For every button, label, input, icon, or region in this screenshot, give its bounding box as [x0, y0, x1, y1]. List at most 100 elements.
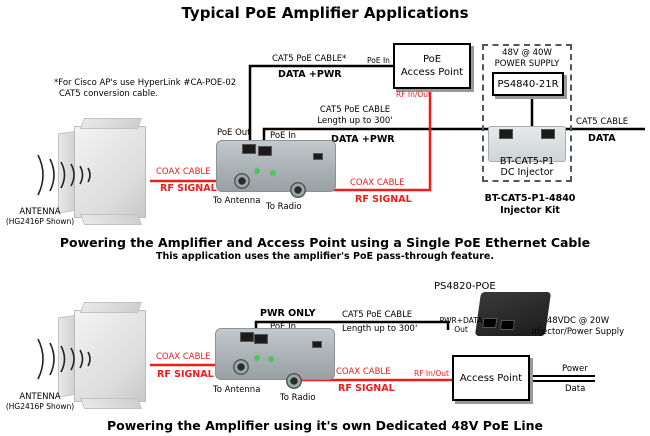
- ps-port-label-2: Out: [454, 325, 468, 334]
- antenna-panel: [74, 126, 146, 218]
- antenna-label-bottom: ANTENNA: [19, 392, 61, 402]
- power-supply-ps4840: PS4840-21R: [492, 72, 564, 96]
- injector-model: BT-CAT5-P1: [499, 156, 555, 167]
- cable-to-ap-label: CAT5 PoE CABLE*: [272, 54, 347, 64]
- tx-led: [255, 169, 259, 173]
- dc-port: [313, 153, 323, 160]
- antenna-model-bottom: (HG2416P Shown): [5, 402, 75, 411]
- cisco-footnote: *For Cisco AP's use HyperLink #CA-POE-02…: [54, 78, 236, 100]
- poe-access-point: PoE Access Point: [393, 43, 471, 89]
- ps-type: Injector/Power Supply: [531, 327, 625, 337]
- amp-poe-in-label: PoE In: [270, 131, 296, 141]
- poe-out-port-bottom: [240, 332, 254, 342]
- power-label: Power: [562, 364, 588, 374]
- access-point-bottom: Access Point: [452, 355, 530, 401]
- antenna-caption-bottom: ANTENNA (HG2416P Shown): [5, 392, 75, 412]
- cable-long-label-1: CAT5 PoE CABLE: [319, 105, 391, 115]
- injector-port-out: [541, 129, 555, 139]
- to-radio-label-bottom: To Radio: [280, 393, 316, 403]
- dc-port-bottom: [312, 341, 322, 348]
- cable-label-bottom-2: Length up to 300': [342, 324, 418, 334]
- rx-led: [271, 171, 275, 175]
- antenna-wing-bottom-bottom: [79, 398, 143, 409]
- coax-left-label-top: COAX CABLE: [156, 167, 211, 177]
- pwr-only-label: PWR ONLY: [260, 308, 316, 319]
- poe-in-port-bottom: [254, 334, 268, 344]
- footnote-line-1: *For Cisco AP's use HyperLink #CA-POE-02: [54, 78, 237, 88]
- diagram-title: Typical PoE Amplifier Applications: [181, 4, 469, 22]
- tx-led-bottom: [255, 356, 259, 360]
- ap-poe-in-label: PoE In: [367, 56, 390, 65]
- footnote-line-2: CAT5 conversion cable.: [59, 89, 159, 99]
- top-diagram-subheading: This application uses the amplifier's Po…: [156, 251, 494, 262]
- coax-right-label-top: COAX CABLE: [350, 178, 405, 188]
- power-supply-type: POWER SUPPLY: [494, 59, 560, 69]
- ps-rating: 48VDC @ 20W: [546, 316, 610, 326]
- data-label: Data: [565, 384, 586, 394]
- ps-port-caption: PWR+DATA Out: [436, 316, 486, 334]
- to-antenna-label-bottom: To Antenna: [213, 385, 261, 395]
- coax-right-label-bottom: COAX CABLE: [336, 367, 391, 377]
- ps-in-port: [499, 320, 516, 330]
- coax-right-signal-bottom: RF SIGNAL: [338, 383, 395, 394]
- coax-left-signal-top: RF SIGNAL: [160, 183, 217, 194]
- cable-label-bottom-1: CAT5 PoE CABLE: [342, 310, 413, 320]
- kit-model: BT-CAT5-P1-4840: [484, 193, 576, 204]
- injector-port-in: [499, 129, 513, 139]
- injector-caption: BT-CAT5-P1 DC Injector: [484, 156, 570, 178]
- injector-kit-caption: BT-CAT5-P1-4840 Injector Kit: [470, 193, 590, 217]
- cable-long-signal: DATA +PWR: [331, 134, 395, 145]
- antenna-model: (HG2416P Shown): [5, 217, 75, 226]
- ps4820-model: PS4820-POE: [434, 281, 496, 292]
- cable-long-label-2: Length up to 300': [317, 116, 393, 126]
- antenna-caption-top: ANTENNA (HG2416P Shown): [5, 207, 75, 227]
- poe-in-port: [258, 146, 272, 156]
- poe-out-port: [242, 144, 256, 154]
- kit-name: Injector Kit: [500, 205, 560, 216]
- antenna-bottom: [30, 302, 155, 409]
- top-diagram-heading: Powering the Amplifier and Access Point …: [59, 235, 591, 250]
- access-point-label-2: Access Point: [400, 67, 464, 78]
- bottom-diagram-heading: Powering the Amplifier using it's own De…: [106, 418, 544, 433]
- radio-waves-icon: [37, 154, 91, 196]
- power-supply-caption: 48V @ 40W POWER SUPPLY: [484, 48, 570, 70]
- access-point-label: Access Point: [459, 372, 523, 384]
- injector-type: DC Injector: [500, 167, 554, 178]
- antenna-wing-top-bottom: [79, 302, 143, 313]
- antenna-wing-bottom: [79, 214, 143, 225]
- radio-connector: [290, 182, 306, 198]
- cat5-cable-label: CAT5 CABLE: [576, 117, 629, 127]
- to-antenna-label-top: To Antenna: [213, 196, 261, 206]
- cable-long-label: CAT5 PoE CABLE Length up to 300': [300, 105, 410, 127]
- cable-to-ap-signal: DATA +PWR: [278, 69, 342, 80]
- power-supply-rating: 48V @ 40W: [502, 48, 552, 58]
- ps-description: 48VDC @ 20W Injector/Power Supply: [528, 316, 628, 338]
- ps-port-label-1: PWR+DATA: [439, 316, 483, 325]
- antenna-connector: [234, 173, 250, 189]
- cat5-cable-signal: DATA: [588, 133, 616, 144]
- cable-amp-to-ap: [248, 64, 393, 145]
- ap-rf-inout-label: RF In/Out: [396, 90, 431, 99]
- coax-right-signal-top: RF SIGNAL: [355, 194, 412, 205]
- antenna-top: [30, 118, 155, 225]
- amplifier-top: [216, 140, 336, 198]
- radio-waves-icon: [37, 338, 91, 380]
- rf-inout-label-bottom: RF In/Out: [414, 369, 449, 378]
- to-radio-label-top: To Radio: [266, 202, 302, 212]
- dc-injector-device: [488, 126, 566, 162]
- rx-led-bottom: [269, 357, 273, 361]
- coax-left-signal-bottom: RF SIGNAL: [157, 369, 214, 380]
- radio-connector-bottom: [286, 373, 302, 389]
- coax-radio-top: [296, 88, 432, 192]
- injector-kit-frame: [482, 44, 572, 182]
- power-supply-model: PS4840-21R: [497, 78, 559, 90]
- antenna-wing-top: [79, 118, 143, 129]
- amp-poe-out-label: PoE Out: [217, 128, 251, 138]
- antenna-connector-bottom: [233, 359, 249, 375]
- amplifier-bottom: [215, 328, 335, 389]
- access-point-label-1: PoE: [422, 54, 442, 65]
- coax-left-label-bottom: COAX CABLE: [156, 352, 211, 362]
- antenna-label: ANTENNA: [19, 207, 61, 217]
- amp-poe-in-label-bottom: PoE In: [270, 322, 296, 332]
